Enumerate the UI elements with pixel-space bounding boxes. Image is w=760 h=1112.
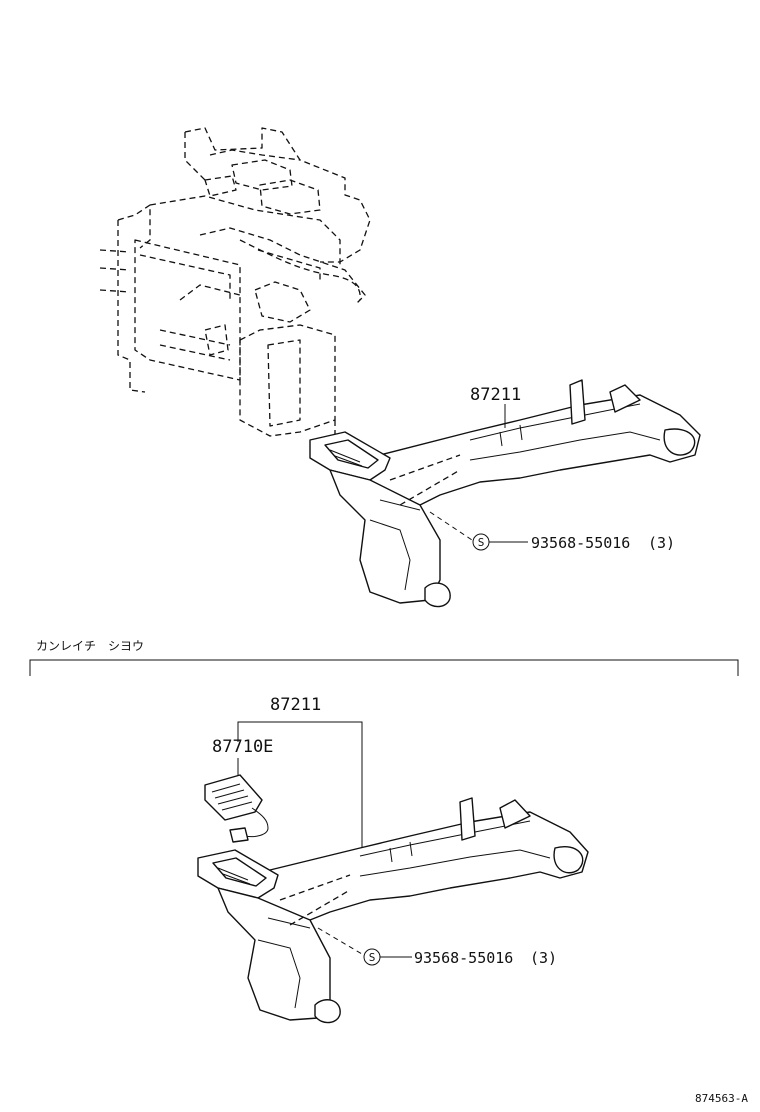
figure-reference: 874563-A — [695, 1092, 748, 1105]
section-title: カンレイチ シヨウ — [36, 639, 144, 653]
duct-leader-lower — [237, 721, 363, 848]
rear-duct-upper — [309, 379, 701, 608]
section-bracket — [29, 659, 739, 676]
rear-duct-lower — [197, 797, 589, 1024]
sensor-87710e — [204, 774, 269, 843]
screw-part-number-upper: 93568-55016 — [531, 534, 630, 552]
screw-symbol-lower: S — [369, 951, 376, 964]
heater-unit-phantom — [99, 127, 371, 440]
screw-qty-upper: (3) — [648, 534, 675, 552]
sensor-part-number: 87710E — [212, 737, 273, 757]
duct-part-number-lower: 87211 — [270, 695, 321, 715]
screw-qty-lower: (3) — [530, 949, 557, 967]
duct-part-number-upper: 87211 — [470, 385, 521, 405]
screw-symbol-upper: S — [478, 536, 485, 549]
screw-part-number-lower: 93568-55016 — [414, 949, 513, 967]
